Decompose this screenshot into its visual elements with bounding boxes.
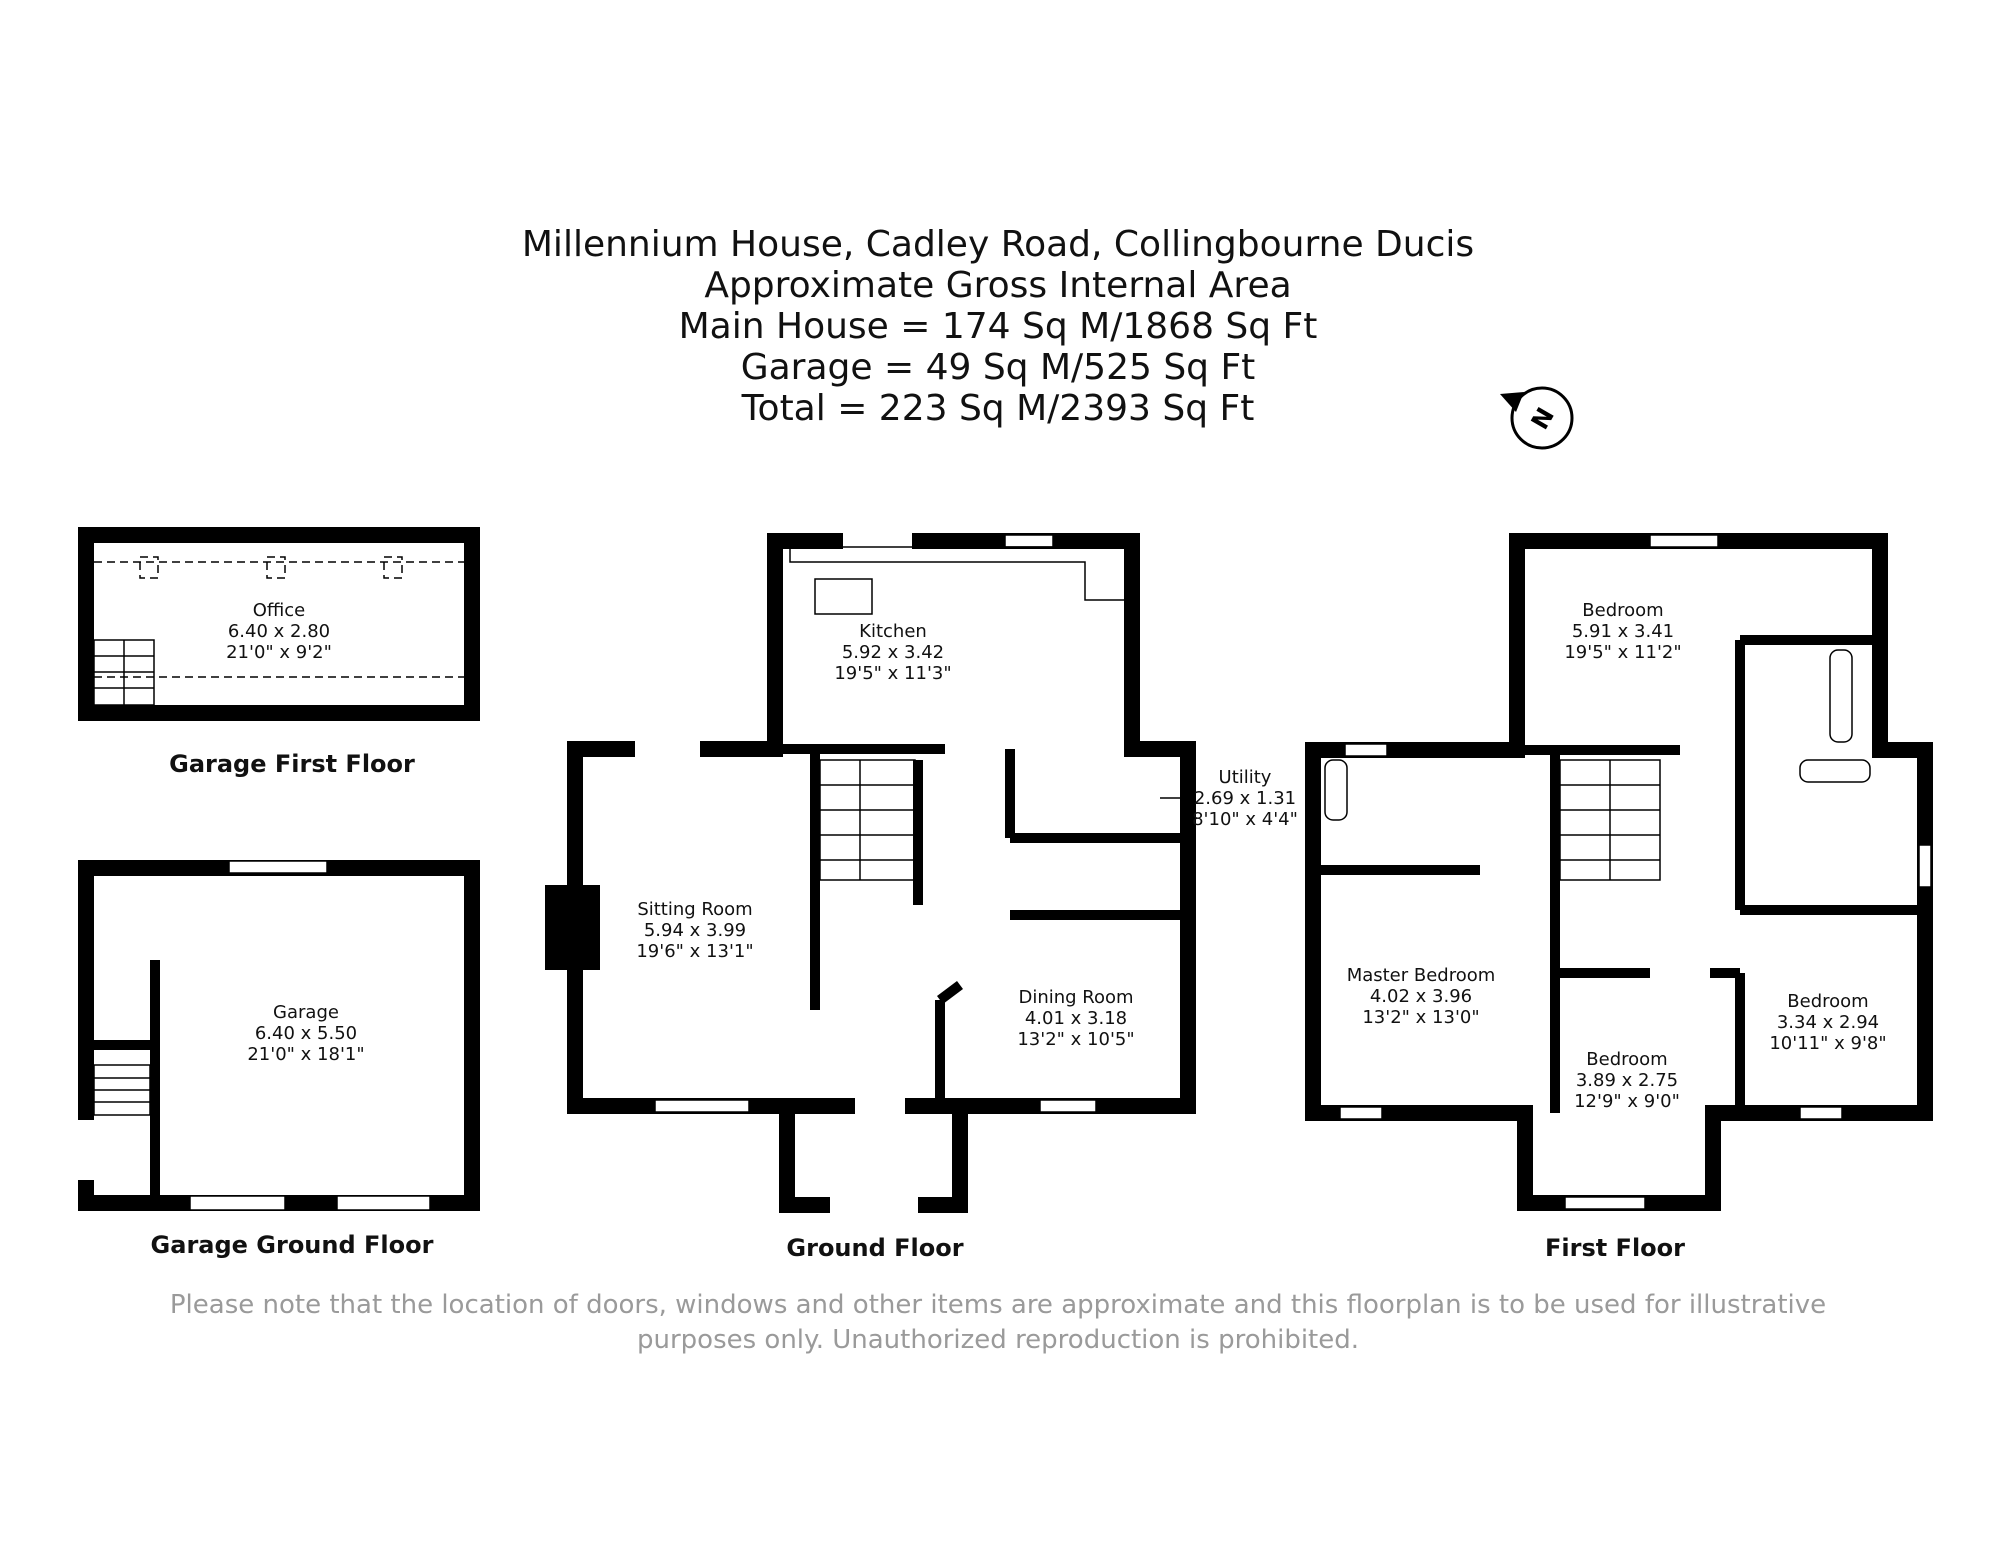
fireplace-icon <box>545 885 600 970</box>
stairs-icon <box>93 639 155 706</box>
floor-title: Garage First Floor <box>169 750 415 778</box>
room-metric: 4.01 x 3.18 <box>1025 1008 1127 1029</box>
north-compass-icon: N <box>1500 386 1574 450</box>
kitchen-counter <box>789 546 1126 601</box>
property-address: Millennium House, Cadley Road, Collingbo… <box>522 224 1474 265</box>
room-name: Sitting Room <box>637 899 752 920</box>
room-metric: 6.40 x 5.50 <box>255 1023 357 1044</box>
room-metric: 3.89 x 2.75 <box>1576 1070 1678 1091</box>
room-name: Kitchen <box>859 621 927 642</box>
room-imperial: 19'5" x 11'2" <box>1564 642 1681 663</box>
room-imperial: 8'10" x 4'4" <box>1192 809 1298 830</box>
stairs-icon <box>819 759 916 881</box>
room-name: Dining Room <box>1018 987 1133 1008</box>
garage-ground-floor-plan: Garage 6.40 x 5.50 21'0" x 18'1" Garage … <box>78 860 480 1259</box>
ground-floor-plan: Kitchen 5.92 x 3.42 19'5" x 11'3" Sittin… <box>545 533 1298 1262</box>
floor-title: Ground Floor <box>786 1234 963 1262</box>
room-imperial: 12'9" x 9'0" <box>1574 1091 1680 1112</box>
room-metric: 6.40 x 2.80 <box>228 621 330 642</box>
room-metric: 2.69 x 1.31 <box>1194 788 1296 809</box>
room-metric: 3.34 x 2.94 <box>1777 1012 1879 1033</box>
room-metric: 5.92 x 3.42 <box>842 642 944 663</box>
room-name: Bedroom <box>1586 1049 1667 1070</box>
bath-icon <box>1324 759 1348 821</box>
room-name: Office <box>253 600 306 621</box>
first-floor-plan: Bedroom 5.91 x 3.41 19'5" x 11'2" Master… <box>1305 533 1933 1262</box>
header: Millennium House, Cadley Road, Collingbo… <box>522 224 1474 429</box>
room-imperial: 19'5" x 11'3" <box>834 663 951 684</box>
room-name: Bedroom <box>1582 600 1663 621</box>
room-name: Master Bedroom <box>1347 965 1496 986</box>
total-area: Total = 223 Sq M/2393 Sq Ft <box>741 388 1255 429</box>
room-metric: 5.94 x 3.99 <box>644 920 746 941</box>
room-imperial: 13'2" x 10'5" <box>1017 1029 1134 1050</box>
kitchen-island <box>814 578 873 615</box>
stairs-icon <box>93 1064 151 1116</box>
disclaimer-line-2: purposes only. Unauthorized reproduction… <box>637 1325 1359 1355</box>
main-house-area: Main House = 174 Sq M/1868 Sq Ft <box>679 306 1318 347</box>
room-name: Garage <box>273 1002 339 1023</box>
room-imperial: 21'0" x 9'2" <box>226 642 332 663</box>
room-imperial: 21'0" x 18'1" <box>247 1044 364 1065</box>
bath-icon <box>1799 759 1871 783</box>
stairs-icon <box>1559 759 1661 881</box>
room-name: Utility <box>1219 767 1272 788</box>
room-name: Bedroom <box>1787 991 1868 1012</box>
room-imperial: 13'2" x 13'0" <box>1362 1007 1479 1028</box>
room-imperial: 10'11" x 9'8" <box>1769 1033 1886 1054</box>
skylight-icon <box>139 556 403 579</box>
garage-first-floor-plan: Office 6.40 x 2.80 21'0" x 9'2" Garage F… <box>78 527 480 778</box>
area-heading: Approximate Gross Internal Area <box>704 265 1291 306</box>
bath-icon <box>1829 649 1853 743</box>
garage-area: Garage = 49 Sq M/525 Sq Ft <box>741 347 1256 388</box>
room-imperial: 19'6" x 13'1" <box>636 941 753 962</box>
disclaimer-line-1: Please note that the location of doors, … <box>170 1290 1826 1320</box>
floor-title: Garage Ground Floor <box>151 1231 434 1259</box>
floor-title: First Floor <box>1545 1234 1685 1262</box>
room-metric: 4.02 x 3.96 <box>1370 986 1472 1007</box>
room-metric: 5.91 x 3.41 <box>1572 621 1674 642</box>
